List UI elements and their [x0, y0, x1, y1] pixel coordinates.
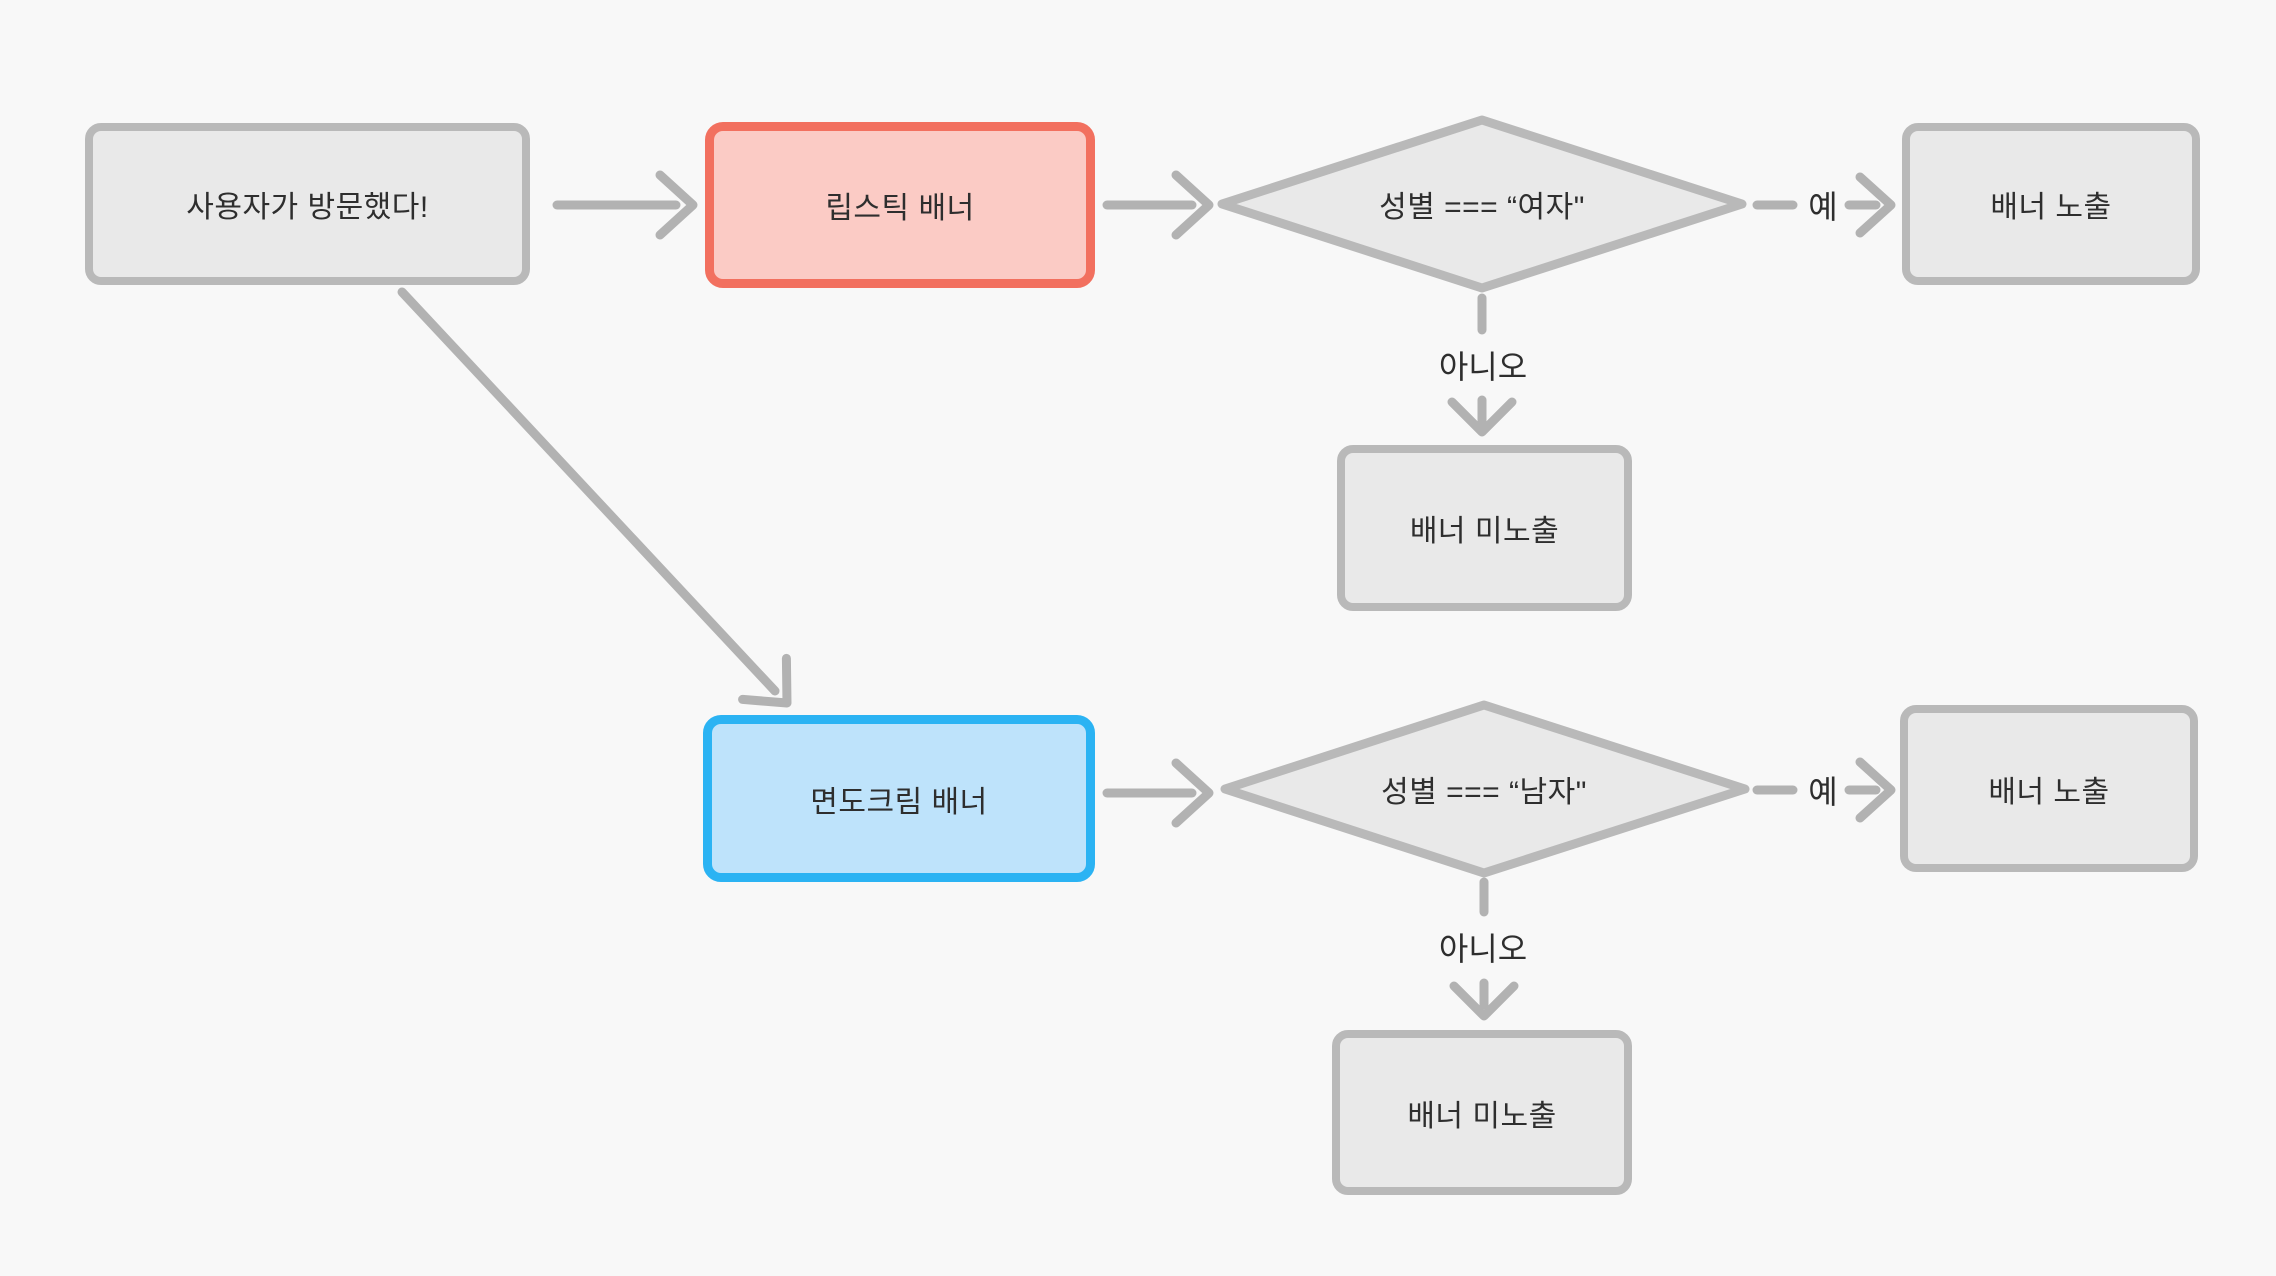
node-banner-show-female-label: 배너 노출: [1990, 191, 2112, 224]
node-banner-show-female[interactable]: 배너 노출: [1902, 123, 2200, 285]
node-banner-hide-female-label: 배너 미노출: [1409, 515, 1560, 548]
node-banner-hide-male[interactable]: 배너 미노출: [1332, 1030, 1632, 1195]
arrowhead-cond2-yes: [1855, 757, 1896, 823]
arrowhead-lipstick-cond: [1171, 170, 1214, 240]
node-banner-show-male[interactable]: 배너 노출: [1900, 705, 2198, 872]
arrowhead-cond1-no: [1447, 397, 1517, 437]
node-cond-male-label: 성별 === “남자": [1381, 776, 1587, 809]
node-shaving-cream-banner-label: 면도크림 배너: [810, 785, 988, 819]
node-banner-hide-male-label: 배너 미노출: [1407, 1099, 1557, 1133]
edge-label-yes-female: 예: [1808, 189, 1838, 225]
arrowhead-shaving-cond: [1171, 758, 1214, 828]
node-banner-show-male-label: 배너 노출: [1988, 775, 2110, 809]
arrowhead-cond1-yes: [1855, 172, 1896, 238]
node-cond-female-label: 성별 === “여자": [1379, 191, 1585, 224]
node-lipstick-banner-label: 립스틱 배너: [825, 192, 975, 225]
arrowhead-start-shaving: [738, 653, 792, 708]
node-cond-female-shape[interactable]: [1217, 115, 1747, 293]
node-user-visited-label: 사용자가 방문했다!: [186, 191, 429, 224]
node-banner-hide-female[interactable]: 배너 미노출: [1337, 445, 1632, 611]
node-lipstick-banner[interactable]: 립스틱 배너: [705, 122, 1095, 288]
edge-label-no-male: 아니오: [1438, 931, 1528, 967]
node-shaving-cream-banner[interactable]: 면도크림 배너: [703, 715, 1095, 882]
edge-start-shaving: [397, 287, 780, 696]
node-user-visited[interactable]: 사용자가 방문했다!: [85, 123, 530, 285]
arrowhead-start-lipstick: [655, 170, 698, 240]
node-cond-male-shape[interactable]: [1220, 700, 1750, 878]
arrowhead-cond2-no: [1449, 981, 1519, 1021]
edge-label-no-female: 아니오: [1438, 349, 1528, 385]
edge-label-yes-male: 예: [1808, 774, 1838, 810]
